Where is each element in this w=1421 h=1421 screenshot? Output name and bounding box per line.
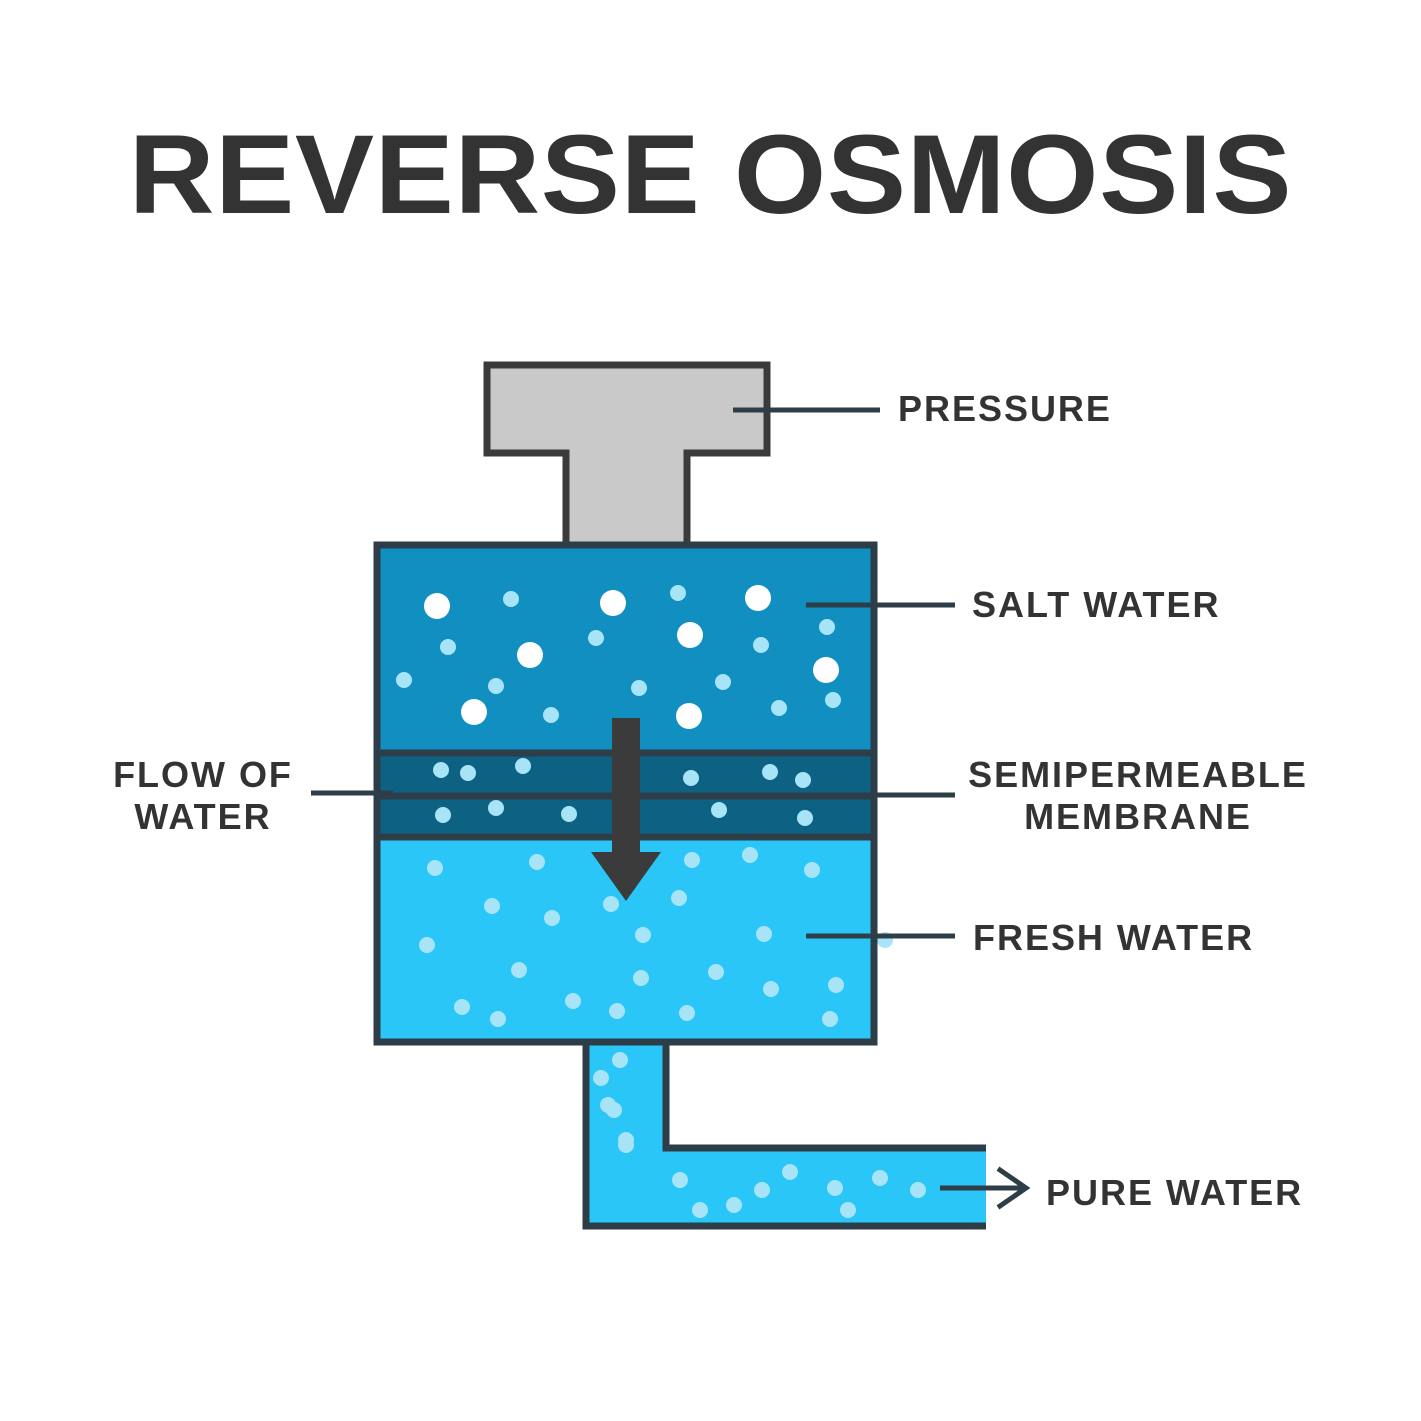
- water-droplet: [515, 758, 531, 774]
- water-droplet: [819, 619, 835, 635]
- water-droplet: [684, 852, 700, 868]
- water-droplet: [427, 860, 443, 876]
- water-droplet: [672, 1172, 688, 1188]
- label-pure-water: PURE WATER: [1046, 1172, 1304, 1213]
- piston-shape: [483, 361, 771, 556]
- water-droplet: [440, 639, 456, 655]
- flow-arrow: [591, 718, 661, 901]
- water-droplet: [503, 591, 519, 607]
- water-droplet: [742, 847, 758, 863]
- water-droplet: [872, 1170, 888, 1186]
- water-droplet: [754, 1182, 770, 1198]
- outlet-pipe-fill: [586, 1042, 986, 1226]
- water-droplet: [822, 1011, 838, 1027]
- water-droplet: [633, 970, 649, 986]
- leader-lines: [311, 407, 1031, 1210]
- water-droplet: [612, 1052, 628, 1068]
- water-droplet: [488, 678, 504, 694]
- water-droplet: [670, 585, 686, 601]
- page-title: REVERSE OSMOSIS: [128, 112, 1293, 237]
- water-droplet: [827, 1180, 843, 1196]
- water-droplet: [708, 964, 724, 980]
- label-pressure: PRESSURE: [898, 388, 1112, 429]
- tank-assembly: [377, 545, 986, 1226]
- water-droplet: [565, 993, 581, 1009]
- salt-particle: [745, 585, 771, 611]
- water-droplet: [763, 981, 779, 997]
- water-droplet: [804, 862, 820, 878]
- flow-arrow-shape: [591, 718, 661, 901]
- water-droplet: [762, 764, 778, 780]
- water-droplet: [671, 890, 687, 906]
- water-droplet: [825, 692, 841, 708]
- water-droplet: [771, 700, 787, 716]
- water-droplet: [683, 770, 699, 786]
- salt-particle: [813, 657, 839, 683]
- water-droplet: [433, 762, 449, 778]
- water-droplet: [782, 1164, 798, 1180]
- water-droplet: [484, 898, 500, 914]
- water-droplet: [588, 630, 604, 646]
- water-droplet: [609, 1003, 625, 1019]
- salt-particle: [600, 590, 626, 616]
- label-fresh-water: FRESH WATER: [973, 917, 1255, 958]
- water-droplet: [543, 707, 559, 723]
- water-droplet: [490, 1011, 506, 1027]
- water-droplet: [544, 910, 560, 926]
- water-droplet: [488, 800, 504, 816]
- water-droplet: [419, 937, 435, 953]
- salt-water-droplets: [396, 585, 841, 723]
- pipe-droplets: [600, 1052, 926, 1218]
- water-droplet: [679, 1005, 695, 1021]
- water-droplet: [753, 637, 769, 653]
- outlet-pipe-outline: [582, 1042, 986, 1230]
- fresh-water-droplets: [419, 847, 893, 1148]
- water-droplet: [435, 807, 451, 823]
- water-droplet: [603, 896, 619, 912]
- salt-particles: [424, 585, 839, 729]
- water-droplet: [715, 674, 731, 690]
- water-droplet: [460, 765, 476, 781]
- water-droplet: [795, 772, 811, 788]
- salt-particle: [677, 622, 703, 648]
- water-droplet: [828, 977, 844, 993]
- water-droplet: [631, 680, 647, 696]
- water-droplet: [756, 926, 772, 942]
- label-semipermeable-membrane: SEMIPERMEABLE MEMBRANE: [968, 754, 1308, 837]
- piston-assembly: [483, 361, 771, 556]
- water-droplet: [618, 1137, 634, 1153]
- label-salt-water: SALT WATER: [972, 584, 1221, 625]
- pure-water-arrowhead: [996, 1166, 1031, 1210]
- water-droplet: [711, 802, 727, 818]
- water-droplet: [635, 927, 651, 943]
- water-droplet: [600, 1097, 616, 1113]
- water-droplet: [529, 854, 545, 870]
- water-droplet: [454, 999, 470, 1015]
- salt-particle: [676, 703, 702, 729]
- water-droplet: [726, 1197, 742, 1213]
- salt-particle: [461, 699, 487, 725]
- water-droplet: [593, 1070, 609, 1086]
- salt-particle: [424, 593, 450, 619]
- salt-particle: [517, 642, 543, 668]
- water-droplet: [910, 1182, 926, 1198]
- water-droplet: [797, 810, 813, 826]
- water-droplet: [511, 962, 527, 978]
- water-droplet: [396, 672, 412, 688]
- water-droplet: [840, 1202, 856, 1218]
- water-droplet: [692, 1202, 708, 1218]
- water-droplet: [561, 806, 577, 822]
- label-flow-of-water: FLOW OF WATER: [113, 754, 293, 837]
